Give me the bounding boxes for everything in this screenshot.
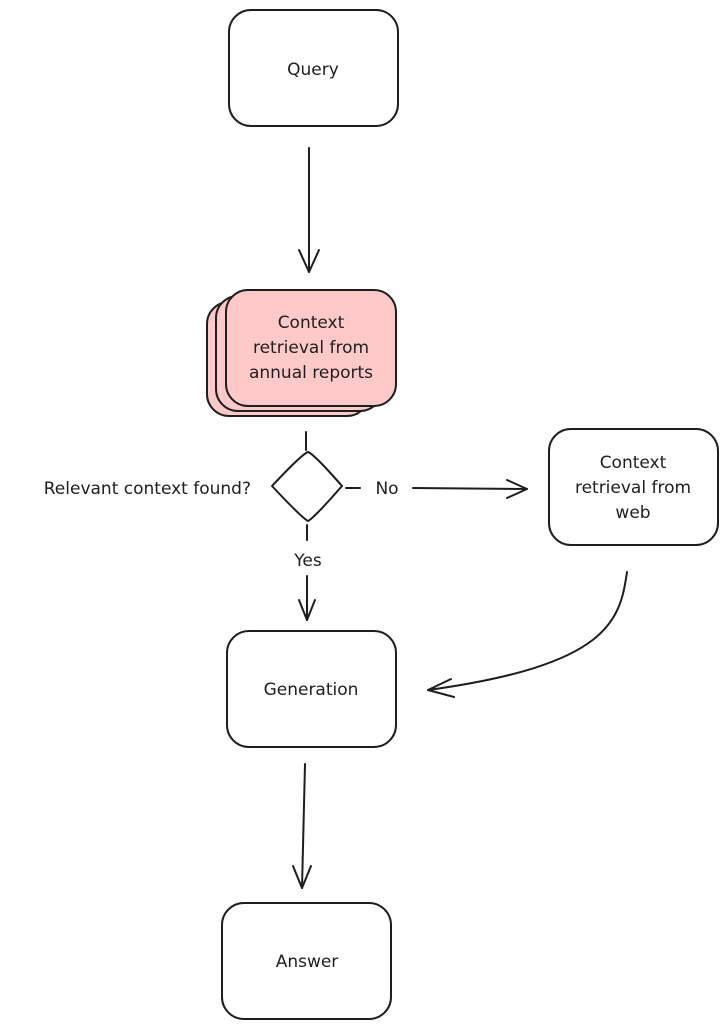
edge-query-to-retrieval bbox=[298, 147, 320, 273]
node-answer-label: Answer bbox=[276, 952, 339, 972]
edge-web-to-generation bbox=[427, 571, 628, 698]
node-decision[interactable] bbox=[270, 450, 344, 523]
node-answer[interactable]: Answer bbox=[221, 902, 392, 1020]
node-generation-label: Generation bbox=[264, 680, 359, 700]
node-retrieval-reports[interactable]: Context retrieval from annual reports bbox=[206, 289, 397, 417]
edge-no-label: No bbox=[375, 479, 398, 499]
edge-decision-no: No bbox=[345, 479, 528, 499]
node-retrieval-web-line-2: retrieval from bbox=[575, 478, 691, 498]
edge-decision-yes: Yes bbox=[293, 524, 322, 621]
node-retrieval-reports-line-2: retrieval from bbox=[253, 338, 369, 358]
node-retrieval-reports-line-3: annual reports bbox=[249, 363, 373, 383]
node-generation[interactable]: Generation bbox=[226, 630, 397, 748]
edge-generation-to-answer bbox=[292, 763, 312, 889]
node-retrieval-web-line-3: web bbox=[615, 503, 650, 523]
node-retrieval-web-line-1: Context bbox=[600, 453, 667, 473]
decision-label: Relevant context found? bbox=[44, 479, 251, 499]
node-query-label: Query bbox=[287, 60, 339, 80]
node-retrieval-reports-line-1: Context bbox=[278, 313, 345, 333]
node-query[interactable]: Query bbox=[228, 9, 399, 127]
edge-yes-label: Yes bbox=[293, 551, 322, 571]
node-retrieval-web[interactable]: Context retrieval from web bbox=[548, 428, 719, 546]
